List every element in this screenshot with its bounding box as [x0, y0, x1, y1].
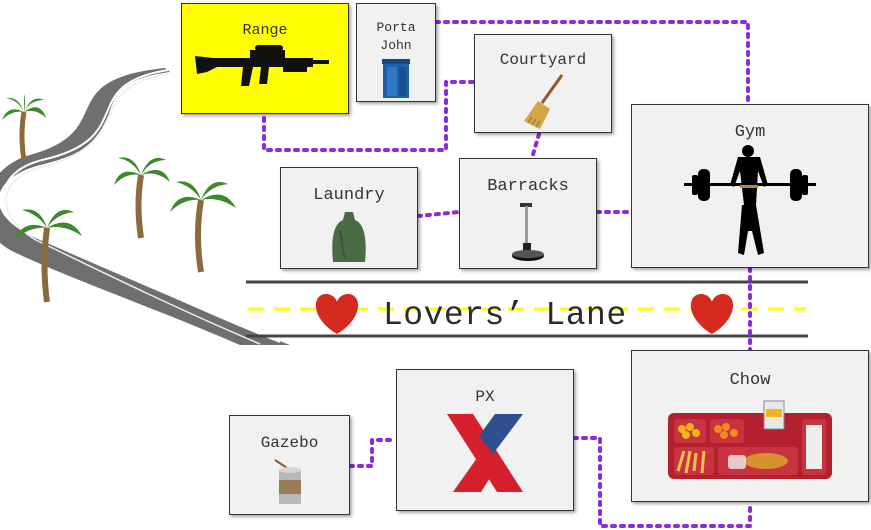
gym-box[interactable]: Gym — [631, 104, 869, 268]
path-px-to-chow — [572, 436, 752, 528]
floor-buffer-icon — [512, 203, 544, 261]
lovers-lane-label: Lovers’ Lane — [383, 297, 627, 334]
porta-john-box[interactable]: Porta John — [356, 3, 436, 102]
porta-john-label-line1: Porta — [376, 20, 416, 35]
range-label: Range — [242, 22, 288, 39]
px-box[interactable]: PX — [396, 369, 574, 511]
px-label: PX — [475, 388, 495, 406]
path-laundry-to-barracks — [416, 210, 461, 218]
gazebo-label: Gazebo — [260, 434, 319, 452]
path-range-to-courtyard — [262, 80, 476, 152]
heart-icon — [690, 294, 734, 334]
path-porta-to-gym — [434, 20, 750, 106]
px-logo-icon — [447, 414, 523, 492]
courtyard-box[interactable]: Courtyard — [474, 34, 612, 133]
rifle-icon — [195, 45, 329, 86]
porta-potty-icon — [382, 59, 410, 98]
heart-icon — [315, 294, 359, 334]
laundry-label: Laundry — [313, 186, 385, 205]
path-courtyard-to-barracks — [530, 132, 541, 160]
chow-label: Chow — [729, 371, 771, 390]
road-icon — [0, 68, 290, 345]
porta-john-label-line2: John — [380, 38, 412, 53]
laundry-bag-icon — [332, 212, 366, 262]
gazebo-box[interactable]: Gazebo — [229, 415, 350, 515]
palm-tree-icon — [2, 93, 46, 161]
range-box[interactable]: Range — [181, 3, 349, 114]
palm-tree-icon — [114, 157, 170, 239]
broom-icon — [524, 74, 564, 129]
palm-tree-icon — [14, 209, 82, 303]
courtyard-label: Courtyard — [499, 51, 587, 69]
food-tray-icon — [668, 400, 832, 479]
palm-tree-icon — [170, 181, 236, 273]
barracks-label: Barracks — [487, 177, 569, 196]
weightlifter-icon — [684, 145, 816, 255]
can-icon — [273, 459, 301, 504]
chow-box[interactable]: Chow — [631, 350, 869, 502]
gym-label: Gym — [734, 123, 766, 142]
laundry-box[interactable]: Laundry — [280, 167, 418, 269]
path-gazebo-to-px — [348, 438, 398, 468]
barracks-box[interactable]: Barracks — [459, 158, 597, 269]
